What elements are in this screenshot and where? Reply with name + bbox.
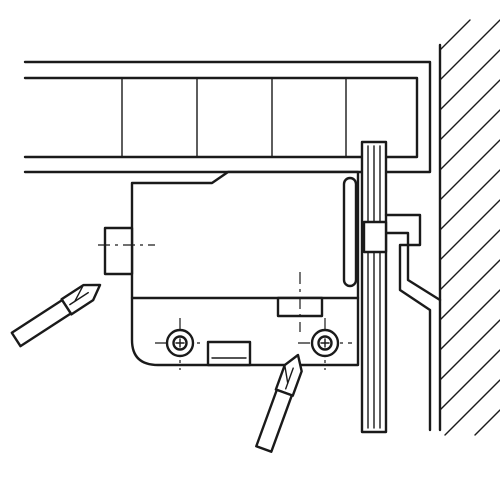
mounting-bracket (362, 213, 442, 432)
mounting-screw-left (165, 328, 195, 358)
screwdriver-right (255, 353, 303, 453)
mounting-screw-right (310, 328, 340, 358)
screwdriver-left (10, 283, 102, 348)
front-panel (360, 140, 388, 434)
cabinet-side-wall (438, 19, 500, 436)
